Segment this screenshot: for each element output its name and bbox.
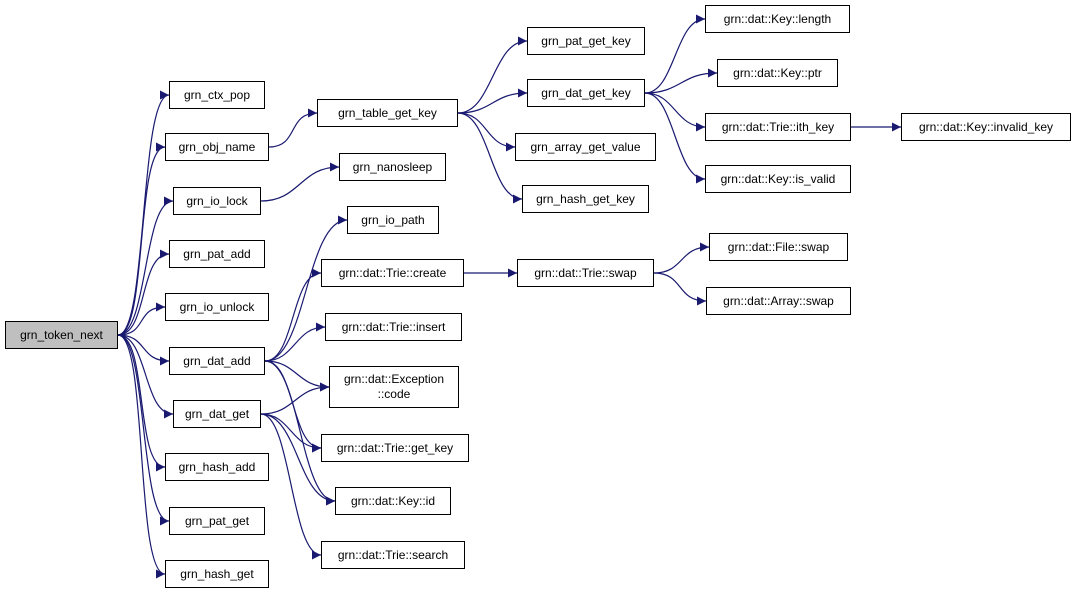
node-label: grn_io_unlock <box>179 299 255 314</box>
node-label: grn::dat::Array::swap <box>723 293 834 308</box>
edge-grn_dat_add-to-trie_create <box>264 268 322 362</box>
edge-grn_token_next-to-grn_obj_name <box>117 142 166 336</box>
edge-trie_swap-to-array_swap <box>653 272 707 306</box>
edge-grn_dat_get_key-to-key_length <box>644 14 706 94</box>
edge-grn_token_next-to-grn_io_unlock <box>117 302 166 336</box>
edge-grn_dat_get-to-trie_search <box>260 413 322 560</box>
node-label: grn_table_get_key <box>338 105 437 120</box>
edge-grn_dat_get_key-to-key_is_valid <box>644 92 706 184</box>
node-trie-search[interactable]: grn::dat::Trie::search <box>321 541 465 569</box>
edge-grn_token_next-to-grn_pat_add <box>117 249 170 336</box>
edge-grn_token_next-to-grn_pat_get <box>117 334 170 526</box>
edge-grn_dat_add-to-trie_insert <box>264 322 326 362</box>
node-grn-pat-get[interactable]: grn_pat_get <box>169 507 265 535</box>
node-label: grn::dat::File::swap <box>727 239 830 254</box>
edge-grn_dat_get-to-trie_get_key <box>260 413 322 453</box>
node-label: grn::dat::Key::length <box>723 11 832 26</box>
node-trie-create[interactable]: grn::dat::Trie::create <box>321 259 464 287</box>
node-label: grn::dat::Key::ptr <box>733 65 822 80</box>
node-label: grn::dat::Key::id <box>350 493 436 508</box>
node-grn-ctx-pop[interactable]: grn_ctx_pop <box>169 81 265 109</box>
node-label: grn_io_lock <box>186 193 248 208</box>
node-label: grn::dat::Trie::insert <box>341 319 446 334</box>
node-label: grn_hash_get <box>180 566 254 581</box>
node-label: grn::dat::Trie::create <box>338 265 447 280</box>
node-grn-hash-get-key[interactable]: grn_hash_get_key <box>522 185 649 213</box>
node-label-line-2: ::code <box>377 387 411 401</box>
node-label: grn::dat::Trie::swap <box>534 265 637 280</box>
node-grn-pat-add[interactable]: grn_pat_add <box>169 240 265 268</box>
node-label: grn::dat::Trie::search <box>337 547 449 562</box>
node-grn-pat-get-key[interactable]: grn_pat_get_key <box>527 27 645 55</box>
edge-grn_io_lock-to-grn_nanosleep <box>260 162 340 202</box>
node-grn-hash-add[interactable]: grn_hash_add <box>165 453 269 481</box>
node-trie-ith-key[interactable]: grn::dat::Trie::ith_key <box>705 113 851 141</box>
node-label: grn::dat::Trie::ith_key <box>721 119 835 134</box>
node-grn-io-lock[interactable]: grn_io_lock <box>173 187 261 215</box>
node-label: grn::dat::Key::is_valid <box>720 171 836 186</box>
node-label: grn::dat::Key::invalid_key <box>918 119 1054 134</box>
edge-grn_dat_add-to-grn_io_path <box>264 215 348 362</box>
node-label: grn_dat_get <box>184 406 250 421</box>
node-label: grn_dat_add <box>183 353 251 368</box>
node-label: grn_obj_name <box>178 139 256 154</box>
edge-grn_token_next-to-grn_io_lock <box>117 196 174 336</box>
edge-grn_dat_get_key-to-trie_ith_key <box>644 92 706 132</box>
node-label: grn_array_get_value <box>530 139 641 154</box>
node-key-is-valid[interactable]: grn::dat::Key::is_valid <box>705 165 851 193</box>
edge-grn_token_next-to-grn_hash_add <box>117 334 166 472</box>
node-grn-token-next: grn_token_next <box>5 321 118 349</box>
node-array-swap[interactable]: grn::dat::Array::swap <box>706 287 851 315</box>
node-label: grn_dat_get_key <box>541 85 631 100</box>
edge-grn_obj_name-to-grn_table_get_key <box>268 108 318 148</box>
node-grn-nanosleep[interactable]: grn_nanosleep <box>339 153 446 181</box>
node-label: grn::dat::Exception <box>343 372 445 386</box>
node-trie-swap[interactable]: grn::dat::Trie::swap <box>517 259 654 287</box>
edge-grn_table_get_key-to-grn_array_get_value <box>457 112 516 152</box>
node-label: grn_hash_add <box>178 459 256 474</box>
node-file-swap[interactable]: grn::dat::File::swap <box>709 233 848 261</box>
node-trie-get-key[interactable]: grn::dat::Trie::get_key <box>321 434 469 462</box>
node-label: grn::dat::Trie::get_key <box>336 440 454 455</box>
edge-grn_table_get_key-to-grn_pat_get_key <box>457 36 528 114</box>
node-grn-io-path[interactable]: grn_io_path <box>347 206 439 234</box>
node-label: grn_pat_get_key <box>541 33 631 48</box>
edge-grn_dat_get_key-to-key_ptr <box>644 68 718 94</box>
node-grn-table-get-key[interactable]: grn_table_get_key <box>317 99 458 127</box>
node-grn-dat-get-key[interactable]: grn_dat_get_key <box>527 79 645 107</box>
edge-grn_token_next-to-grn_dat_get <box>117 334 174 419</box>
node-exception-code[interactable]: grn::dat::Exception ::code <box>329 366 459 408</box>
edge-grn_dat_add-to-key_id <box>264 360 336 506</box>
node-label: grn_nanosleep <box>352 159 433 174</box>
edge-grn_token_next-to-grn_hash_get <box>117 334 166 579</box>
edge-grn_table_get_key-to-grn_dat_get_key <box>457 88 528 114</box>
edge-grn_token_next-to-grn_dat_add <box>117 334 170 366</box>
node-grn-hash-get[interactable]: grn_hash_get <box>165 560 269 588</box>
node-label: grn_pat_add <box>183 246 251 261</box>
node-grn-obj-name[interactable]: grn_obj_name <box>165 133 269 161</box>
node-label: grn_io_path <box>361 212 425 227</box>
edge-grn_dat_get-to-exception_code <box>260 382 330 415</box>
node-key-invalid-key[interactable]: grn::dat::Key::invalid_key <box>901 113 1071 141</box>
node-key-id[interactable]: grn::dat::Key::id <box>335 487 451 515</box>
node-grn-io-unlock[interactable]: grn_io_unlock <box>165 293 269 321</box>
edge-grn_dat_get-to-key_id <box>260 413 336 506</box>
node-key-length[interactable]: grn::dat::Key::length <box>705 5 850 33</box>
node-grn-array-get-value[interactable]: grn_array_get_value <box>515 133 656 161</box>
node-key-ptr[interactable]: grn::dat::Key::ptr <box>717 59 838 87</box>
node-label: grn_ctx_pop <box>183 87 251 102</box>
edge-trie_swap-to-file_swap <box>653 242 710 274</box>
edge-grn_table_get_key-to-grn_hash_get_key <box>457 112 523 204</box>
node-grn-dat-add[interactable]: grn_dat_add <box>169 347 265 375</box>
node-label: grn_pat_get <box>184 513 250 528</box>
node-trie-insert[interactable]: grn::dat::Trie::insert <box>325 313 462 341</box>
node-label: grn_hash_get_key <box>536 191 635 206</box>
node-grn-dat-get[interactable]: grn_dat_get <box>173 400 261 428</box>
node-label: grn_token_next <box>20 327 103 342</box>
